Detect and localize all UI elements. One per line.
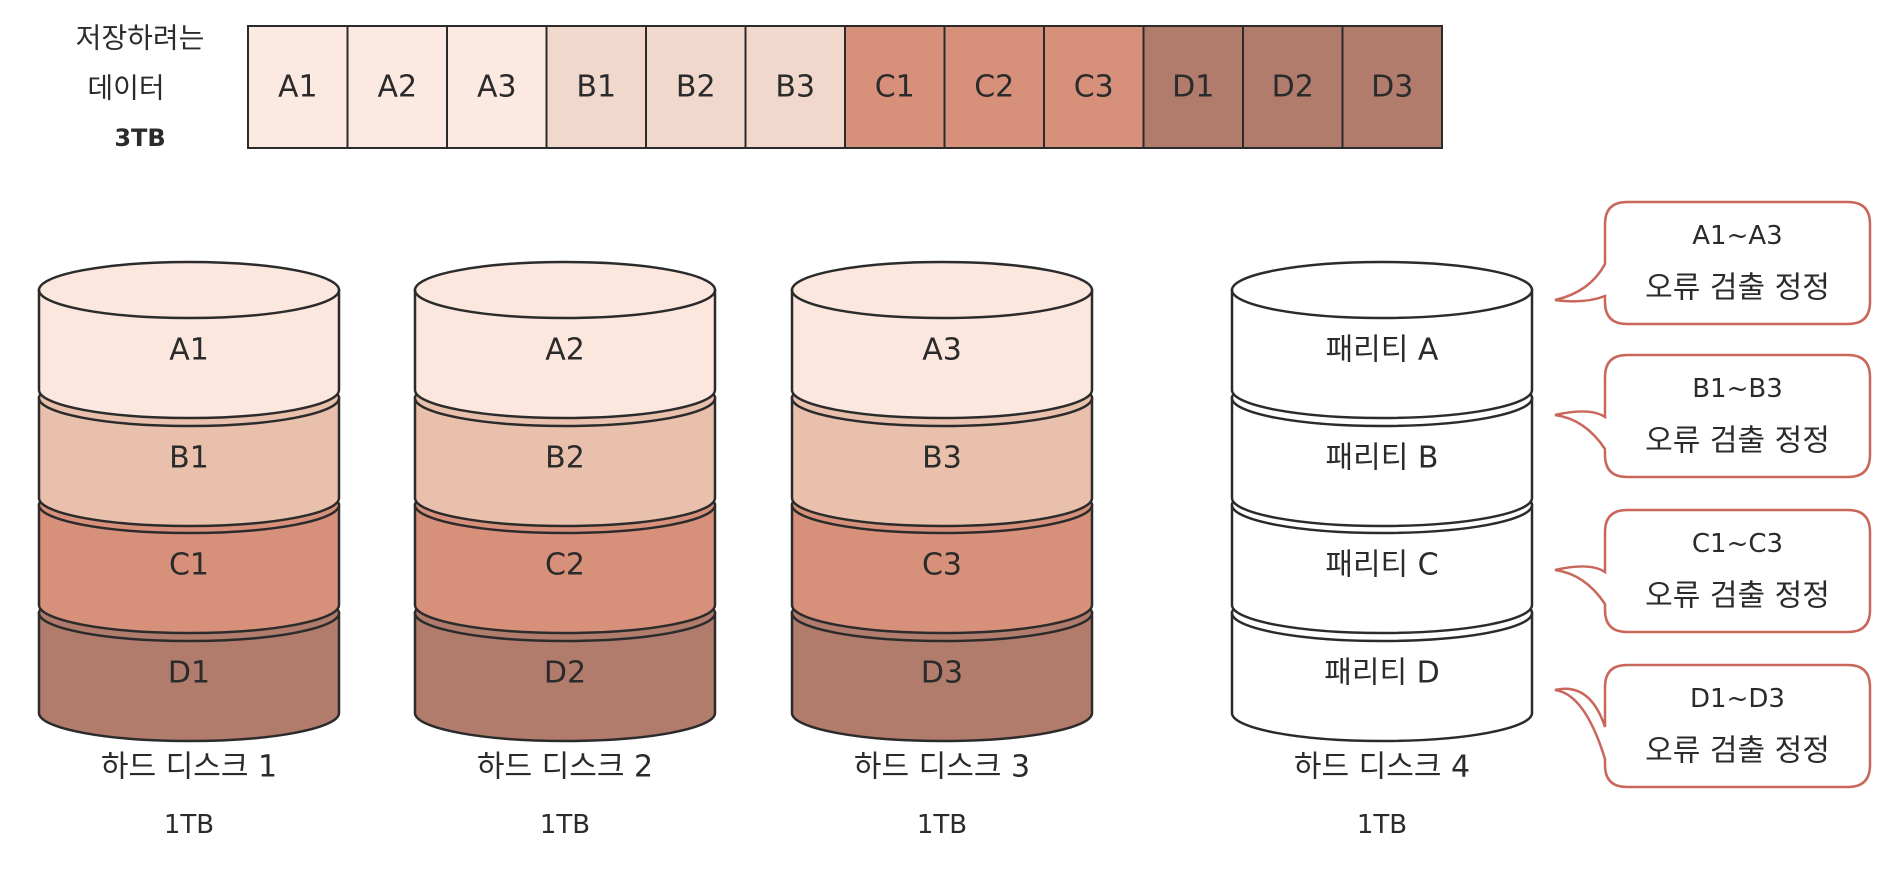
disk-segment-body (37, 503, 341, 635)
disk-segment-label: C2 (545, 548, 585, 583)
disk-segment-label: C1 (169, 548, 209, 583)
strip-block (844, 25, 946, 149)
disk-segment-label: D2 (544, 656, 586, 691)
disk-capacity: 1TB (164, 810, 214, 840)
disk-segment: A1 (37, 260, 341, 420)
data-label-size: 3TB (114, 124, 165, 152)
disk-segment-body (790, 503, 1094, 635)
callout-1: A1~A3 오류 검출 정정 (1554, 200, 1872, 326)
disk-segment-body (1230, 611, 1534, 743)
disk-segment-label: B3 (922, 441, 962, 476)
disk-segment-body (790, 611, 1094, 743)
disk-segment: A3 (790, 260, 1094, 420)
strip-block-label: D2 (1272, 70, 1314, 105)
strip-block (1341, 25, 1443, 149)
disk-segment-body (413, 503, 717, 635)
disk-segment-top (790, 260, 1094, 320)
disk-segment-label: 패리티 C (1325, 548, 1438, 583)
disk-segment-top (413, 260, 717, 320)
disk-segment-label: A2 (545, 333, 585, 368)
strip-block-label: C1 (875, 70, 915, 105)
disk-segment-label: 패리티 A (1326, 333, 1439, 368)
disk-segment-body (37, 611, 341, 743)
strip-block (744, 25, 846, 149)
disk-segment-body (1230, 396, 1534, 528)
disk-segment: 패리티 A (1230, 260, 1534, 420)
callout-2: B1~B3 오류 검출 정정 (1554, 353, 1872, 479)
strip-block-label: B1 (576, 70, 616, 105)
disk-segment-top (37, 260, 341, 320)
callout-range: A1~A3 (1692, 221, 1782, 251)
disk-name: 하드 디스크 4 (1294, 750, 1470, 785)
disk-segment-body (413, 611, 717, 743)
strip-block (247, 25, 349, 149)
disk-segment-body (1230, 503, 1534, 635)
callout-text: 오류 검출 정정 (1645, 424, 1830, 459)
disk-segment: A2 (413, 260, 717, 420)
strip-block (1142, 25, 1244, 149)
strip-block (943, 25, 1045, 149)
strip-block (645, 25, 747, 149)
callout-range: C1~C3 (1692, 529, 1783, 559)
data-label-line1: 저장하려는 (76, 22, 205, 55)
strip-block-label: C2 (974, 70, 1014, 105)
disk-segment-label: 패리티 D (1324, 656, 1439, 691)
callout-range: D1~D3 (1690, 684, 1785, 714)
disk-segment-label: B2 (545, 441, 585, 476)
hard-disk-1: D1 C1 B1 A1 하드 디스크 1 1TB (37, 260, 341, 840)
strip-block-label: C3 (1074, 70, 1114, 105)
callout-text: 오류 검출 정정 (1645, 271, 1830, 306)
callout-bubble (1554, 663, 1872, 789)
disk-segment-body (413, 396, 717, 528)
disk-segment-body (413, 288, 717, 420)
disk-capacity: 1TB (1357, 810, 1407, 840)
callout-4: D1~D3 오류 검출 정정 (1554, 663, 1872, 789)
callout-bubble (1554, 353, 1872, 479)
callout-text: 오류 검출 정정 (1645, 579, 1830, 614)
strip-block (346, 25, 448, 149)
callout-bubble (1554, 508, 1872, 634)
disk-name: 하드 디스크 1 (101, 750, 277, 785)
disk-segment-top (1230, 260, 1534, 320)
strip-block (1043, 25, 1145, 149)
disk-segment-body (790, 288, 1094, 420)
callout-bubble (1554, 200, 1872, 326)
disk-segment-body (37, 288, 341, 420)
disk-segment-body (37, 396, 341, 528)
callout-3: C1~C3 오류 검출 정정 (1554, 508, 1872, 634)
strip-block-label: D3 (1371, 70, 1413, 105)
strip-block (446, 25, 548, 149)
strip-block-label: D1 (1172, 70, 1214, 105)
strip-block-label: A1 (278, 70, 318, 105)
disk-segment-label: D3 (921, 656, 963, 691)
disk-segment-label: A3 (922, 333, 962, 368)
hard-disk-2: D2 C2 B2 A2 하드 디스크 2 1TB (413, 260, 717, 840)
disk-name: 하드 디스크 3 (854, 750, 1030, 785)
disk-segment-label: B1 (169, 441, 209, 476)
strip-block-label: B2 (676, 70, 716, 105)
hard-disk-3: D3 C3 B3 A3 하드 디스크 3 1TB (790, 260, 1094, 840)
callout-text: 오류 검출 정정 (1645, 734, 1830, 769)
disk-segment-label: 패리티 B (1326, 441, 1439, 476)
disk-segment-label: C3 (922, 548, 962, 583)
strip-block-label: A2 (377, 70, 417, 105)
disk-name: 하드 디스크 2 (477, 750, 653, 785)
disk-segment-label: A1 (169, 333, 209, 368)
hard-disk-4: 패리티 D 패리티 C 패리티 B 패리티 A 하드 디스크 4 1TB (1230, 260, 1534, 840)
data-label-line2: 데이터 (87, 72, 164, 105)
disk-segment-body (790, 396, 1094, 528)
disk-segment-label: D1 (168, 656, 210, 691)
disk-segment-body (1230, 288, 1534, 420)
strip-block-label: B3 (775, 70, 815, 105)
strip-block-label: A3 (477, 70, 517, 105)
disk-capacity: 1TB (540, 810, 590, 840)
callout-range: B1~B3 (1692, 374, 1783, 404)
disk-capacity: 1TB (917, 810, 967, 840)
